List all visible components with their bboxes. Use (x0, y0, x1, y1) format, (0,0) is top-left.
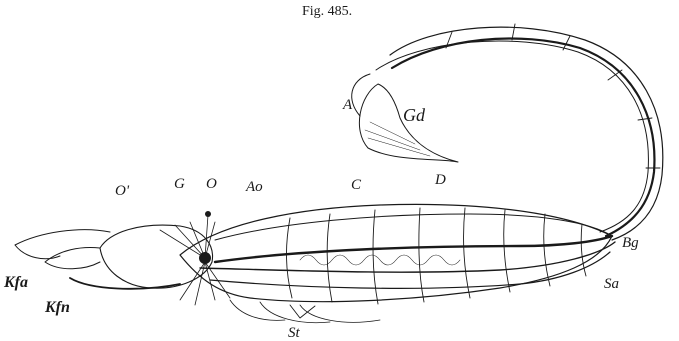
optic-nerves (160, 215, 215, 258)
figure-caption: Fig. 485. (302, 4, 352, 20)
body-outline (180, 204, 612, 301)
label-g: G (174, 177, 185, 192)
label-sa: Sa (604, 277, 619, 292)
legs (230, 300, 380, 323)
label-o: O (206, 177, 217, 192)
pedipalp (15, 230, 110, 259)
tail-inner-outline (376, 41, 648, 232)
label-gd: Gd (403, 106, 425, 124)
median-eye (205, 211, 211, 217)
label-d: D (435, 173, 446, 188)
label-o-prime: O' (115, 184, 129, 199)
label-c: C (351, 178, 361, 193)
pedipalp-base (70, 278, 180, 289)
label-kfa: Kfa (4, 275, 28, 291)
label-a: A (343, 98, 352, 113)
body-back (215, 214, 612, 240)
heart-vessel (215, 236, 612, 262)
label-bg: Bg (622, 236, 639, 251)
tail-vessel (392, 38, 654, 236)
body-segments (286, 208, 586, 304)
liver-lobes (300, 255, 460, 265)
label-st: St (288, 326, 300, 341)
label-kfn: Kfn (45, 300, 70, 316)
sternum (290, 305, 315, 318)
label-ao: Ao (246, 180, 263, 195)
tail-outline (390, 27, 663, 240)
